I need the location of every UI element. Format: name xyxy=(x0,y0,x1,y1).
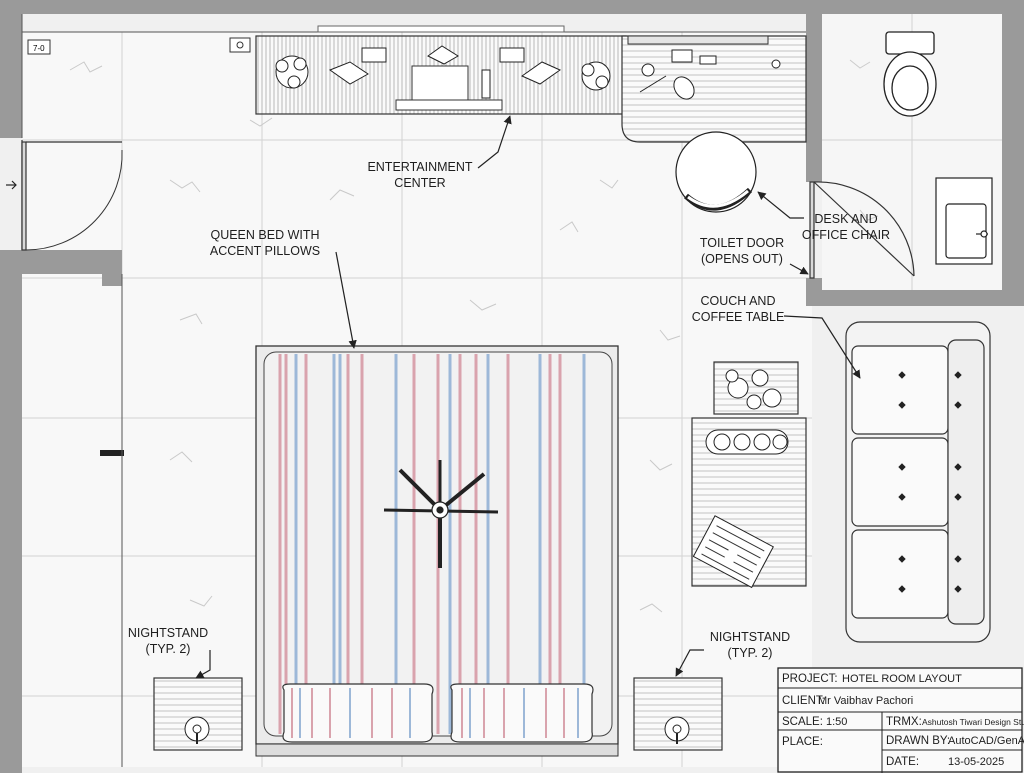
tb-scale-key: SCALE: xyxy=(782,716,823,728)
tb-drawn-key: DRAWN BY: xyxy=(886,735,950,747)
side-table-flowers xyxy=(713,361,799,415)
svg-text:NIGHTSTAND: NIGHTSTAND xyxy=(710,630,790,644)
nightstand-right xyxy=(633,677,723,751)
svg-text:(TYP. 2): (TYP. 2) xyxy=(146,642,191,656)
label-nightstand-left: NIGHTSTAND (TYP. 2) xyxy=(128,626,208,656)
leader-lines xyxy=(195,115,861,679)
label-couch: COUCH AND COFFEE TABLE xyxy=(692,294,785,324)
entertainment-center xyxy=(255,35,627,115)
svg-text:TOILET DOOR: TOILET DOOR xyxy=(700,236,784,250)
svg-text:QUEEN BED WITH: QUEEN BED WITH xyxy=(210,228,319,242)
tb-trmx: Ashutosh Tiwari Design Studio xyxy=(922,717,1024,727)
svg-text:(TYP. 2): (TYP. 2) xyxy=(728,646,773,660)
tb-drawn: AutoCAD/GenAI xyxy=(948,735,1024,747)
label-queen-bed: QUEEN BED WITH ACCENT PILLOWS xyxy=(210,228,320,258)
tb-date: 13-05-2025 xyxy=(948,756,1004,768)
title-block: PROJECT: HOTEL ROOM LAYOUT CLIENT: Mr Va… xyxy=(777,667,1024,773)
accent-pillows xyxy=(282,683,594,743)
svg-text:COUCH AND: COUCH AND xyxy=(700,294,775,308)
entry-door xyxy=(21,140,123,251)
ceiling-fan-icon xyxy=(383,460,499,568)
svg-text:DESK AND: DESK AND xyxy=(814,212,877,226)
svg-text:ACCENT PILLOWS: ACCENT PILLOWS xyxy=(210,244,320,258)
label-entertainment-center: ENTERTAINMENT CENTER xyxy=(367,160,472,190)
tb-project-key: PROJECT: xyxy=(782,673,838,685)
svg-text:7-0: 7-0 xyxy=(33,44,45,53)
toilet-door xyxy=(809,181,915,279)
svg-text:CENTER: CENTER xyxy=(394,176,445,190)
tb-project: HOTEL ROOM LAYOUT xyxy=(842,673,962,685)
couch xyxy=(845,321,991,643)
svg-text:COFFEE TABLE: COFFEE TABLE xyxy=(692,310,785,324)
switch-icon: 7-0 xyxy=(27,37,251,55)
tb-trmx-key: TRMX: xyxy=(886,716,922,728)
tb-client-key: CLIENT: xyxy=(782,695,825,707)
label-desk: DESK AND OFFICE CHAIR xyxy=(802,212,890,242)
tb-scale: 1:50 xyxy=(826,716,847,728)
coffee-table xyxy=(691,417,807,589)
toilet xyxy=(883,31,937,117)
door-arrow-icon xyxy=(6,180,17,190)
newspaper-icon xyxy=(692,515,774,589)
tb-client: Mr Vaibhav Pachori xyxy=(818,695,913,707)
tb-date-key: DATE: xyxy=(886,756,919,768)
svg-text:NIGHTSTAND: NIGHTSTAND xyxy=(128,626,208,640)
nightstand-left xyxy=(153,677,243,751)
svg-text:OFFICE CHAIR: OFFICE CHAIR xyxy=(802,228,890,242)
svg-text:ENTERTAINMENT: ENTERTAINMENT xyxy=(367,160,472,174)
label-toilet-door: TOILET DOOR (OPENS OUT) xyxy=(700,236,784,266)
sink xyxy=(935,177,993,265)
label-nightstand-right: NIGHTSTAND (TYP. 2) xyxy=(710,630,790,660)
svg-text:(OPENS OUT): (OPENS OUT) xyxy=(701,252,783,266)
desk xyxy=(621,35,807,143)
office-chair xyxy=(675,131,757,213)
tb-place-key: PLACE: xyxy=(782,736,823,748)
